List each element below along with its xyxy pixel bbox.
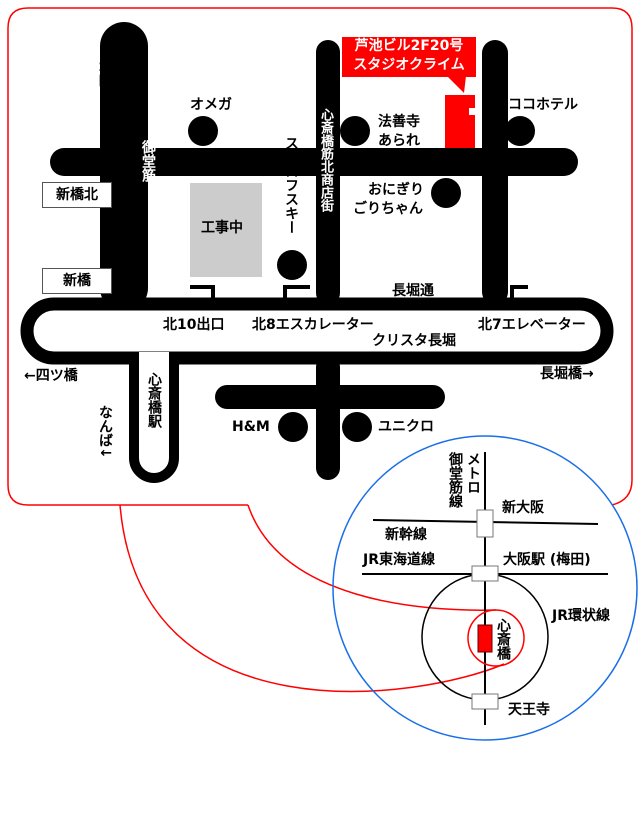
exit-kita8-marker	[283, 285, 310, 305]
label-onigiri-1: おにぎり	[368, 182, 424, 198]
destination-building-name: 芦池ビル2F20号	[354, 38, 464, 54]
label-omega: オメガ	[190, 97, 232, 113]
bridge-shinbashi: 新橋	[42, 268, 112, 294]
street-shinsaibashisuji: 心斎橋筋北商店街	[318, 108, 333, 212]
landmark-swarovski	[277, 250, 307, 280]
callout-line	[119, 504, 505, 693]
destination-building	[445, 95, 475, 148]
label-swarovski: スワロフスキー	[283, 136, 299, 234]
inset-circle	[332, 435, 638, 741]
station-tennoji	[471, 693, 499, 710]
road-north	[50, 148, 578, 176]
inset-tokaido: JR東海道線	[363, 552, 435, 568]
exit-kita10-marker	[190, 285, 215, 305]
road-south	[215, 385, 445, 409]
label-hozenji-2: あられ	[378, 133, 420, 149]
street-nagahoridori: 長堀通	[392, 283, 434, 299]
shinsaibashi-highlight	[467, 609, 525, 667]
inset-osaka: 大阪駅 (梅田)	[503, 552, 591, 568]
inset-metro-line: 御堂筋線	[447, 452, 463, 508]
station-osaka	[471, 565, 499, 582]
landmark-onigiri	[431, 178, 461, 208]
label-exit-kita10: 北10出口	[163, 317, 225, 333]
direction-nagahoribashi: 長堀橋→	[540, 366, 594, 382]
label-uniqlo: ユニクロ	[378, 419, 434, 435]
label-exit-kita7: 北7エレベーター	[478, 317, 586, 333]
construction-site	[190, 183, 262, 277]
label-construction: 工事中	[201, 220, 243, 236]
inset-shinsaibashi: 心斎橋	[495, 618, 511, 660]
bridge-shinbashi-kita: 新橋北	[42, 182, 112, 208]
exit-kita7-marker	[510, 285, 528, 305]
label-hozenji-1: 法善寺	[378, 114, 420, 130]
direction-honmachi: ↑本町	[97, 48, 113, 88]
inset-shinkansen: 新幹線	[385, 527, 427, 543]
road-shinsaibashisuji	[316, 40, 340, 305]
inset-tennoji: 天王寺	[508, 702, 550, 718]
inset-shin-osaka: 新大阪	[502, 500, 544, 516]
landmark-hm	[278, 412, 308, 442]
road-shinsaibashisuji-south	[316, 355, 340, 480]
label-hm: H&M	[232, 419, 270, 435]
inset-metro: メトロ	[465, 452, 481, 494]
label-exit-kita8: 北8エスカレーター	[252, 317, 374, 333]
street-midosuji: 御堂筋	[140, 140, 156, 182]
station-shinsaibashi	[477, 624, 493, 653]
station-shin-osaka	[476, 509, 494, 538]
label-pointer	[447, 76, 466, 93]
landmark-coco-hotel	[505, 116, 535, 146]
destination-studio-name: スタジオクライム	[353, 57, 465, 73]
callout-line	[247, 504, 497, 611]
landmark-uniqlo	[342, 412, 372, 442]
landmark-hozenji	[340, 116, 370, 146]
callout-frame	[7, 7, 633, 506]
shinsaibashi-station-label: 心斎橋駅	[146, 372, 162, 428]
label-coco-hotel: ココホテル	[508, 97, 578, 113]
direction-namba: なんば↓	[97, 405, 113, 459]
direction-yotsubashi: ←四ツ橋	[24, 368, 78, 384]
road-east	[482, 40, 508, 305]
shinsaibashi-station-passage	[129, 358, 179, 483]
crysta-nagahori-underground	[20, 297, 614, 365]
destination-label: 芦池ビル2F20号 スタジオクライム	[342, 37, 476, 77]
inset-loop: JR環状線	[552, 608, 610, 624]
label-onigiri-2: ごりちゃん	[353, 201, 423, 217]
landmark-omega	[188, 116, 218, 146]
crysta-label: クリスタ長堀	[372, 333, 456, 349]
